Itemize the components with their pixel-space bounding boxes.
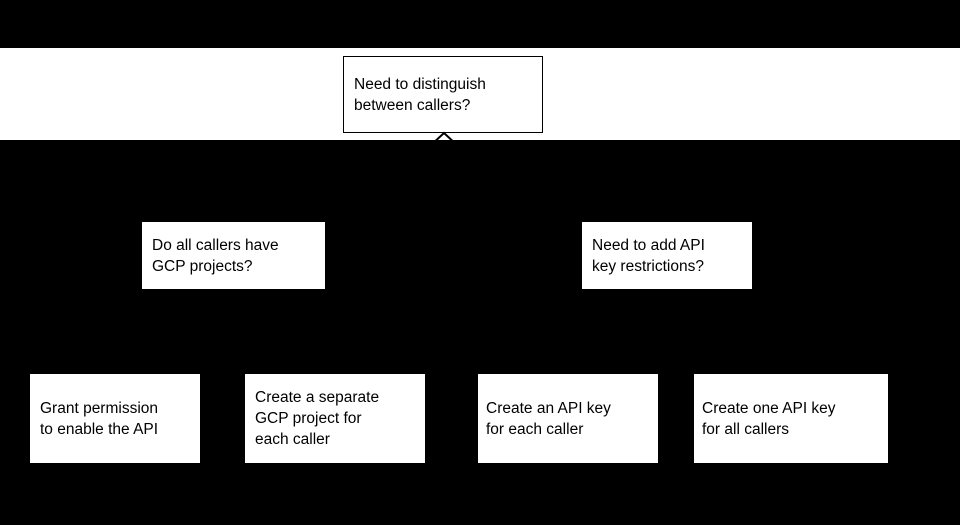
node-need-to-add-api-key-restrictions[interactable]: Need to add API key restrictions? [582,222,752,289]
chevron-icon-svg [429,131,459,147]
node-need-to-distinguish-between-callers[interactable]: Need to distinguish between callers? [343,56,543,133]
node-create-a-separate-gcp-project-for-each-caller[interactable]: Create a separate GCP project for each c… [245,374,425,463]
connector-chevron-icon [412,130,476,148]
node-label: Need to add API key restrictions? [592,236,705,275]
node-grant-permission-to-enable-the-api[interactable]: Grant permission to enable the API [30,374,200,463]
node-label: Create an API key for each caller [486,399,611,438]
node-create-an-api-key-for-each-caller[interactable]: Create an API key for each caller [478,374,658,463]
node-do-all-callers-have-gcp-projects[interactable]: Do all callers have GCP projects? [142,222,325,289]
node-label: Need to distinguish between callers? [354,75,486,114]
node-label: Create a separate GCP project for each c… [255,389,380,448]
node-label: Do all callers have GCP projects? [152,236,279,275]
node-create-one-api-key-for-all-callers[interactable]: Create one API key for all callers [694,374,888,463]
node-label: Create one API key for all callers [702,399,836,438]
node-label: Grant permission to enable the API [40,399,159,438]
